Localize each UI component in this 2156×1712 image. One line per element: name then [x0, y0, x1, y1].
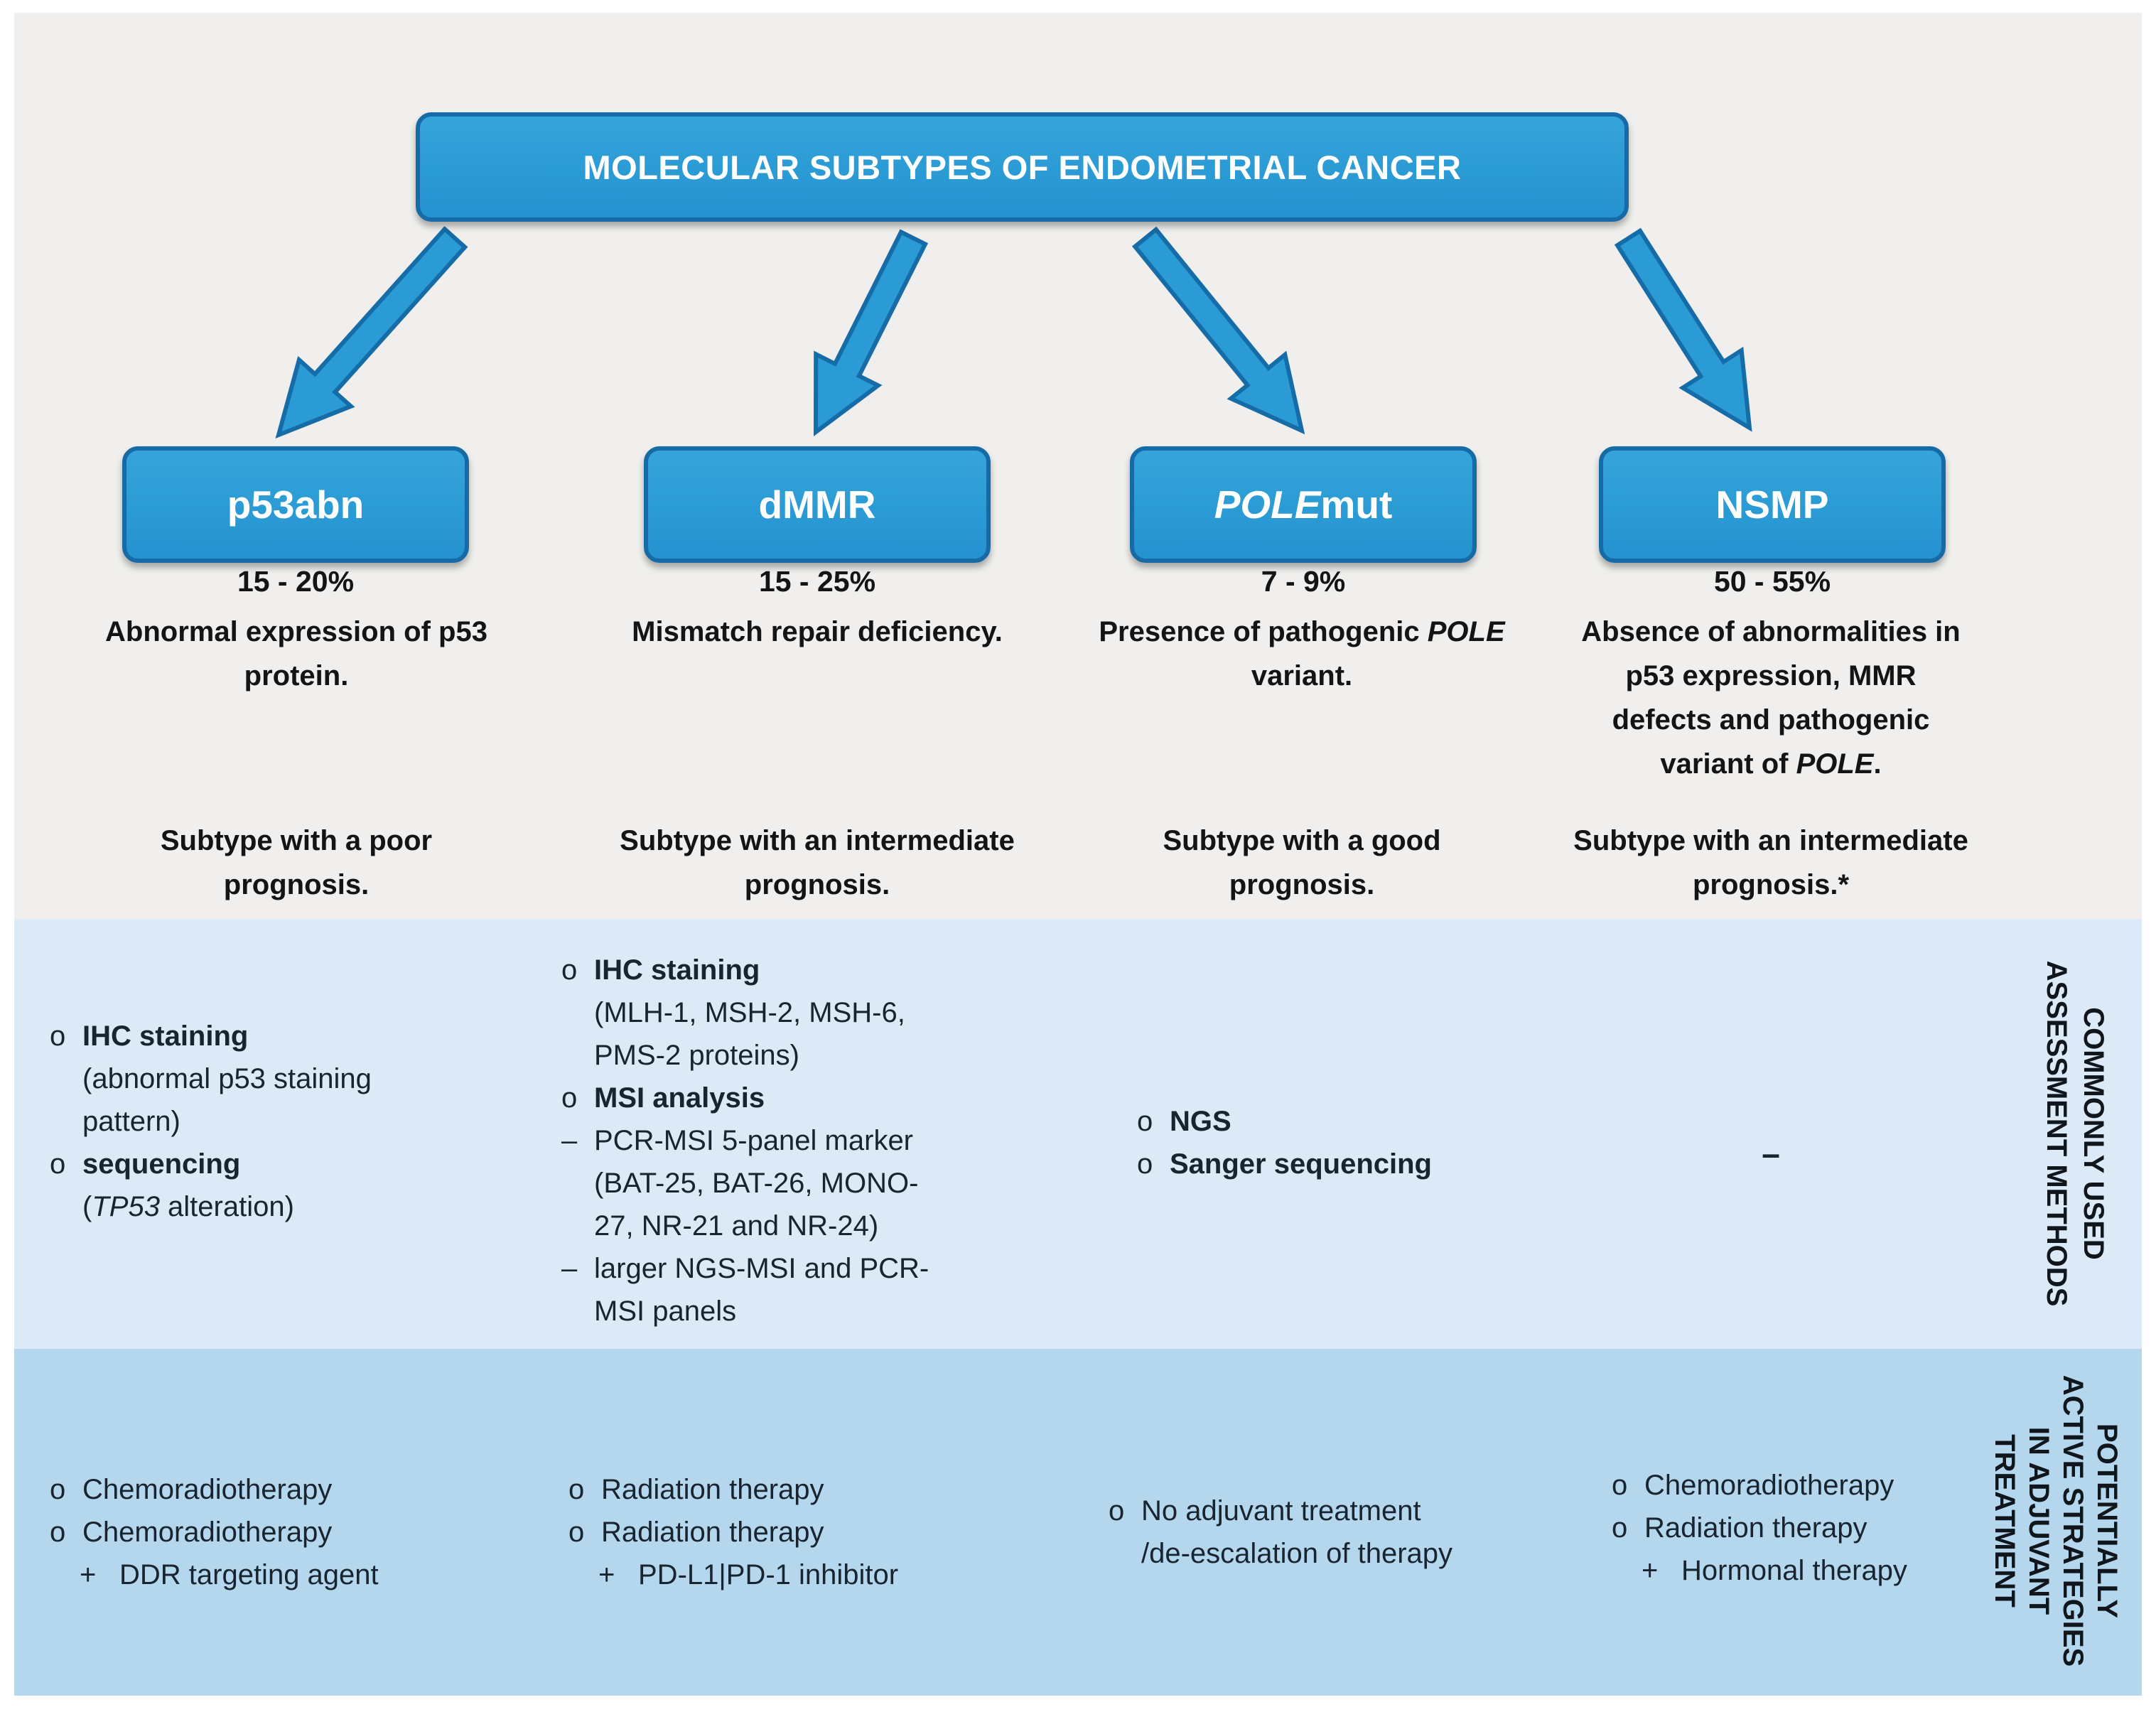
subtype-box-nsmp: NSMP	[1599, 446, 1946, 563]
treatment-item: o Radiation therapy	[1612, 1507, 2017, 1549]
prognosis-p53abn: Subtype with a poor prognosis.	[160, 825, 433, 900]
description-p53abn: Abnormal expression of p53 protein.	[105, 616, 487, 691]
treatment-band-label: POTENTIALLY ACTIVE STRATEGIES IN ADJUVAN…	[1988, 1357, 2124, 1684]
prevalence-p53abn: 15 - 20%	[237, 565, 355, 598]
treatment-band-label-line: TREATMENT	[1989, 1434, 2020, 1608]
subtype-box-p53abn: p53abn	[122, 446, 469, 563]
assessment-item: – larger NGS-MSI and PCR-MSI panels	[561, 1247, 945, 1333]
plus-icon: +	[1642, 1555, 1659, 1586]
dash-bullet-icon: –	[561, 1125, 578, 1156]
circle-bullet-icon: o	[50, 1474, 66, 1505]
assessment-item: o (MLH-1, MSH-2, MSH-6, PMS-2 proteins)	[594, 997, 905, 1071]
treatment-list-p53abn: o Chemoradiotherapy o Chemoradiotherapy …	[50, 1468, 505, 1596]
adjuvant-treatment-band	[14, 1349, 2142, 1696]
diagram-title: MOLECULAR SUBTYPES OF ENDOMETRIAL CANCER	[416, 112, 1629, 222]
assessment-list-polemut: o NGS o Sanger sequencing	[1137, 1100, 1521, 1185]
circle-bullet-icon: o	[50, 1148, 66, 1180]
assessment-item: o Sanger sequencing	[1137, 1143, 1521, 1185]
assessment-item: o MSI analysis	[561, 1077, 945, 1119]
circle-bullet-icon: o	[568, 1474, 585, 1505]
treatment-band-label-line: IN ADJUVANT	[2023, 1426, 2054, 1615]
treatment-item: o Radiation therapy	[568, 1468, 1023, 1511]
circle-bullet-icon: o	[50, 1517, 66, 1548]
assessment-methods-band	[14, 919, 2142, 1349]
treatment-item: + Hormonal therapy	[1612, 1549, 2017, 1592]
assessment-item: o NGS	[1137, 1100, 1521, 1143]
plus-icon: +	[80, 1559, 97, 1590]
description-polemut: Presence of pathogenic POLE variant.	[1099, 616, 1505, 691]
assessment-item: o IHC staining	[561, 949, 945, 991]
assessment-item: o IHC staining	[50, 1015, 448, 1057]
assessment-none-nsmp: –	[1762, 1135, 1780, 1172]
plus-icon: +	[598, 1559, 615, 1590]
treatment-item: o Radiation therapy	[568, 1511, 1023, 1554]
treatment-item: + DDR targeting agent	[50, 1554, 505, 1596]
assessment-item: o (TP53 alteration)	[82, 1191, 294, 1222]
circle-bullet-icon: o	[561, 1082, 578, 1114]
assessment-item: – PCR-MSI 5-panel marker (BAT-25, BAT-26…	[561, 1119, 945, 1247]
prevalence-nsmp: 50 - 55%	[1713, 565, 1831, 598]
treatment-list-nsmp: o Chemoradiotherapy o Radiation therapy …	[1612, 1464, 2017, 1592]
assessment-band-label-line: COMMONLY USED	[2078, 1007, 2109, 1260]
prevalence-dmmr: 15 - 25%	[758, 565, 876, 598]
assessment-list-p53abn: o IHC staining o (abnormal p53 staining …	[50, 1015, 448, 1228]
circle-bullet-icon: o	[1612, 1512, 1628, 1544]
assessment-item: o sequencing	[50, 1143, 448, 1185]
description-dmmr: Mismatch repair deficiency.	[632, 616, 1003, 647]
treatment-item: o /de-escalation of therapy	[1141, 1538, 1453, 1569]
dash-bullet-icon: –	[561, 1253, 578, 1284]
circle-bullet-icon: o	[1137, 1148, 1153, 1180]
circle-bullet-icon: o	[50, 1021, 66, 1052]
subtype-box-dmmr: dMMR	[644, 446, 991, 563]
treatment-list-dmmr: o Radiation therapy o Radiation therapy …	[568, 1468, 1023, 1596]
circle-bullet-icon: o	[561, 954, 578, 986]
assessment-item: o (abnormal p53 staining pattern)	[82, 1063, 372, 1137]
circle-bullet-icon: o	[568, 1517, 585, 1548]
description-nsmp: Absence of abnormalities in p53 expressi…	[1581, 616, 1961, 780]
treatment-list-polemut: o No adjuvant treatment o /de-escalation…	[1109, 1490, 1563, 1575]
assessment-band-label: COMMONLY USED ASSESSMENT METHODS	[2038, 949, 2112, 1318]
prognosis-dmmr: Subtype with an intermediate prognosis.	[620, 825, 1015, 900]
prevalence-polemut: 7 - 9%	[1261, 565, 1346, 598]
treatment-item: + PD-L1|PD-1 inhibitor	[568, 1554, 1023, 1596]
assessment-list-dmmr: o IHC staining o (MLH-1, MSH-2, MSH-6, P…	[561, 949, 945, 1333]
assessment-band-label-line: ASSESSMENT METHODS	[2041, 960, 2072, 1307]
treatment-item: o No adjuvant treatment	[1109, 1490, 1563, 1532]
prognosis-polemut: Subtype with a good prognosis.	[1163, 825, 1441, 900]
treatment-band-label-line: POTENTIALLY	[2091, 1423, 2123, 1619]
treatment-item: o Chemoradiotherapy	[1612, 1464, 2017, 1507]
prognosis-nsmp: Subtype with an intermediate prognosis.*	[1573, 825, 1968, 900]
treatment-item: o Chemoradiotherapy	[50, 1468, 505, 1511]
circle-bullet-icon: o	[1612, 1470, 1628, 1501]
treatment-band-label-line: ACTIVE STRATEGIES	[2057, 1374, 2088, 1667]
circle-bullet-icon: o	[1137, 1106, 1153, 1137]
circle-bullet-icon: o	[1109, 1495, 1125, 1527]
treatment-item: o Chemoradiotherapy	[50, 1511, 505, 1554]
